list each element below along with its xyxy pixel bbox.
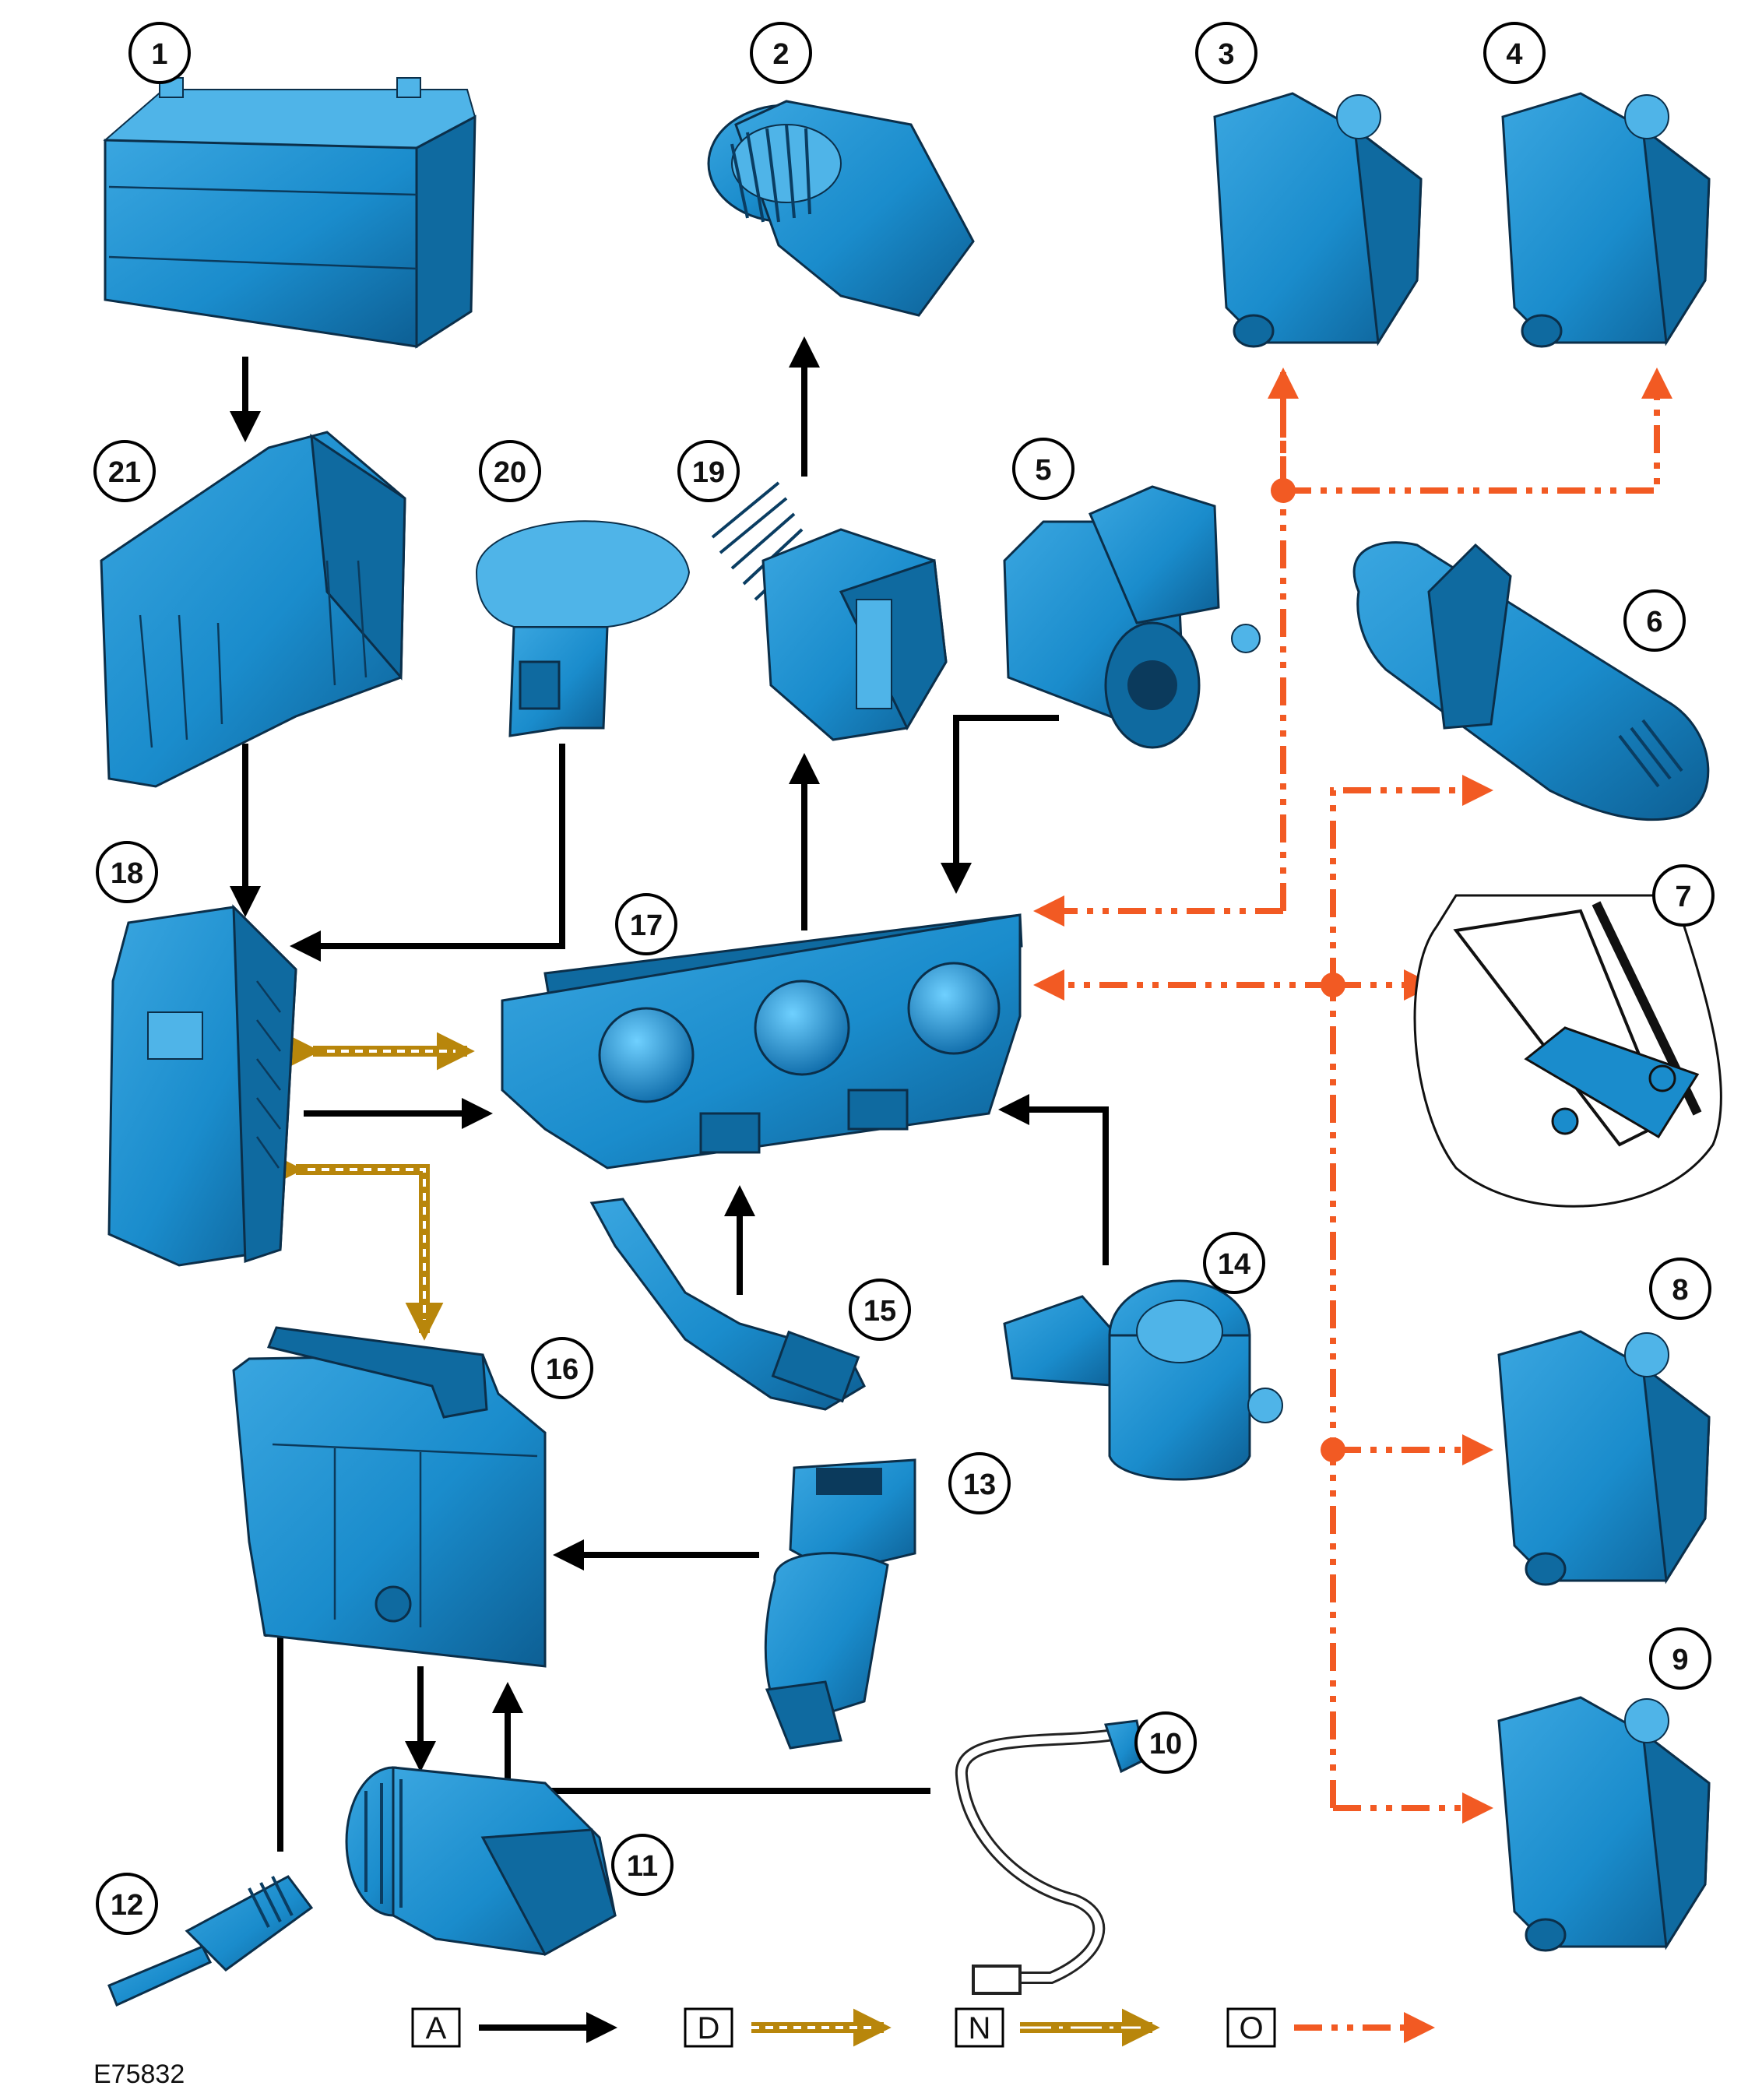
callout-label: 11 xyxy=(627,1850,658,1883)
callout-label: 13 xyxy=(963,1469,996,1501)
callout-label: 21 xyxy=(108,456,141,489)
component-6-mirror xyxy=(1352,541,1710,821)
component-8-actuator xyxy=(1497,1330,1711,1586)
callout-7: 7 xyxy=(1652,864,1715,927)
legend-key: N xyxy=(969,2011,991,2045)
callout-18: 18 xyxy=(96,841,158,903)
legend-key: A xyxy=(426,2011,447,2045)
callout-8: 8 xyxy=(1649,1258,1711,1320)
component-21-housing xyxy=(100,431,406,788)
component-7-linkage xyxy=(1413,894,1722,1208)
component-1-battery xyxy=(103,77,477,349)
callout-10: 10 xyxy=(1134,1711,1197,1774)
callout-9: 9 xyxy=(1649,1627,1711,1690)
legend-item-D: D xyxy=(684,2007,892,2048)
component-12-temp-sensor xyxy=(107,1875,314,2007)
callout-label: 14 xyxy=(1218,1248,1250,1281)
callout-11: 11 xyxy=(611,1834,674,1896)
legend: A D N O xyxy=(411,2007,1435,2048)
callout-label: 7 xyxy=(1675,881,1691,913)
callout-label: 15 xyxy=(863,1295,896,1328)
callout-12: 12 xyxy=(96,1873,158,1935)
legend-key: O xyxy=(1239,2011,1263,2045)
callout-15: 15 xyxy=(849,1279,911,1341)
callout-label: 3 xyxy=(1218,38,1234,71)
callout-21: 21 xyxy=(93,440,156,502)
callout-label: 16 xyxy=(546,1353,579,1386)
legend-key: D xyxy=(698,2011,720,2045)
callout-5: 5 xyxy=(1012,438,1074,500)
callout-3: 3 xyxy=(1195,22,1257,84)
component-9-actuator xyxy=(1497,1696,1711,1952)
callout-label: 12 xyxy=(111,1889,143,1922)
component-5-actuator xyxy=(1003,485,1261,749)
callout-label: 9 xyxy=(1672,1644,1688,1676)
figure-reference: E75832 xyxy=(93,2060,185,2089)
callout-13: 13 xyxy=(948,1452,1011,1514)
callout-label: 18 xyxy=(111,857,143,890)
callout-label: 2 xyxy=(772,38,789,71)
component-3-actuator xyxy=(1213,92,1423,348)
callout-label: 1 xyxy=(151,38,167,71)
callout-label: 17 xyxy=(630,909,663,942)
component-11-compressor xyxy=(345,1766,617,1957)
callout-2: 2 xyxy=(750,22,812,84)
callout-6: 6 xyxy=(1623,589,1686,652)
component-19-resistor xyxy=(711,481,948,741)
component-18-module xyxy=(107,904,297,1267)
callout-label: 6 xyxy=(1646,606,1662,638)
callout-17: 17 xyxy=(615,893,677,955)
component-2-blower-motor xyxy=(707,100,975,317)
legend-item-A: A xyxy=(411,2007,617,2048)
component-10-harness xyxy=(955,1719,1146,1995)
component-13-pressure-sensor xyxy=(764,1458,916,1750)
callout-4: 4 xyxy=(1483,22,1546,84)
component-14-sensor xyxy=(1003,1279,1283,1481)
callout-label: 4 xyxy=(1506,38,1522,71)
legend-item-N: N xyxy=(955,2007,1160,2048)
callout-label: 10 xyxy=(1149,1728,1182,1761)
component-4-actuator xyxy=(1501,92,1711,348)
callout-14: 14 xyxy=(1203,1232,1265,1294)
component-17-control-panel xyxy=(501,913,1023,1170)
callout-label: 19 xyxy=(692,456,725,489)
callout-label: 20 xyxy=(494,456,526,489)
callout-16: 16 xyxy=(531,1337,593,1399)
legend-item-O: O xyxy=(1226,2007,1435,2048)
component-16-ecm xyxy=(232,1326,547,1668)
callout-label: 5 xyxy=(1035,454,1051,487)
callout-19: 19 xyxy=(677,440,740,502)
component-15-sensor xyxy=(589,1198,866,1411)
callout-20: 20 xyxy=(479,440,541,502)
callout-label: 8 xyxy=(1672,1274,1688,1307)
callout-1: 1 xyxy=(128,22,191,84)
component-20-sensor xyxy=(475,520,691,737)
